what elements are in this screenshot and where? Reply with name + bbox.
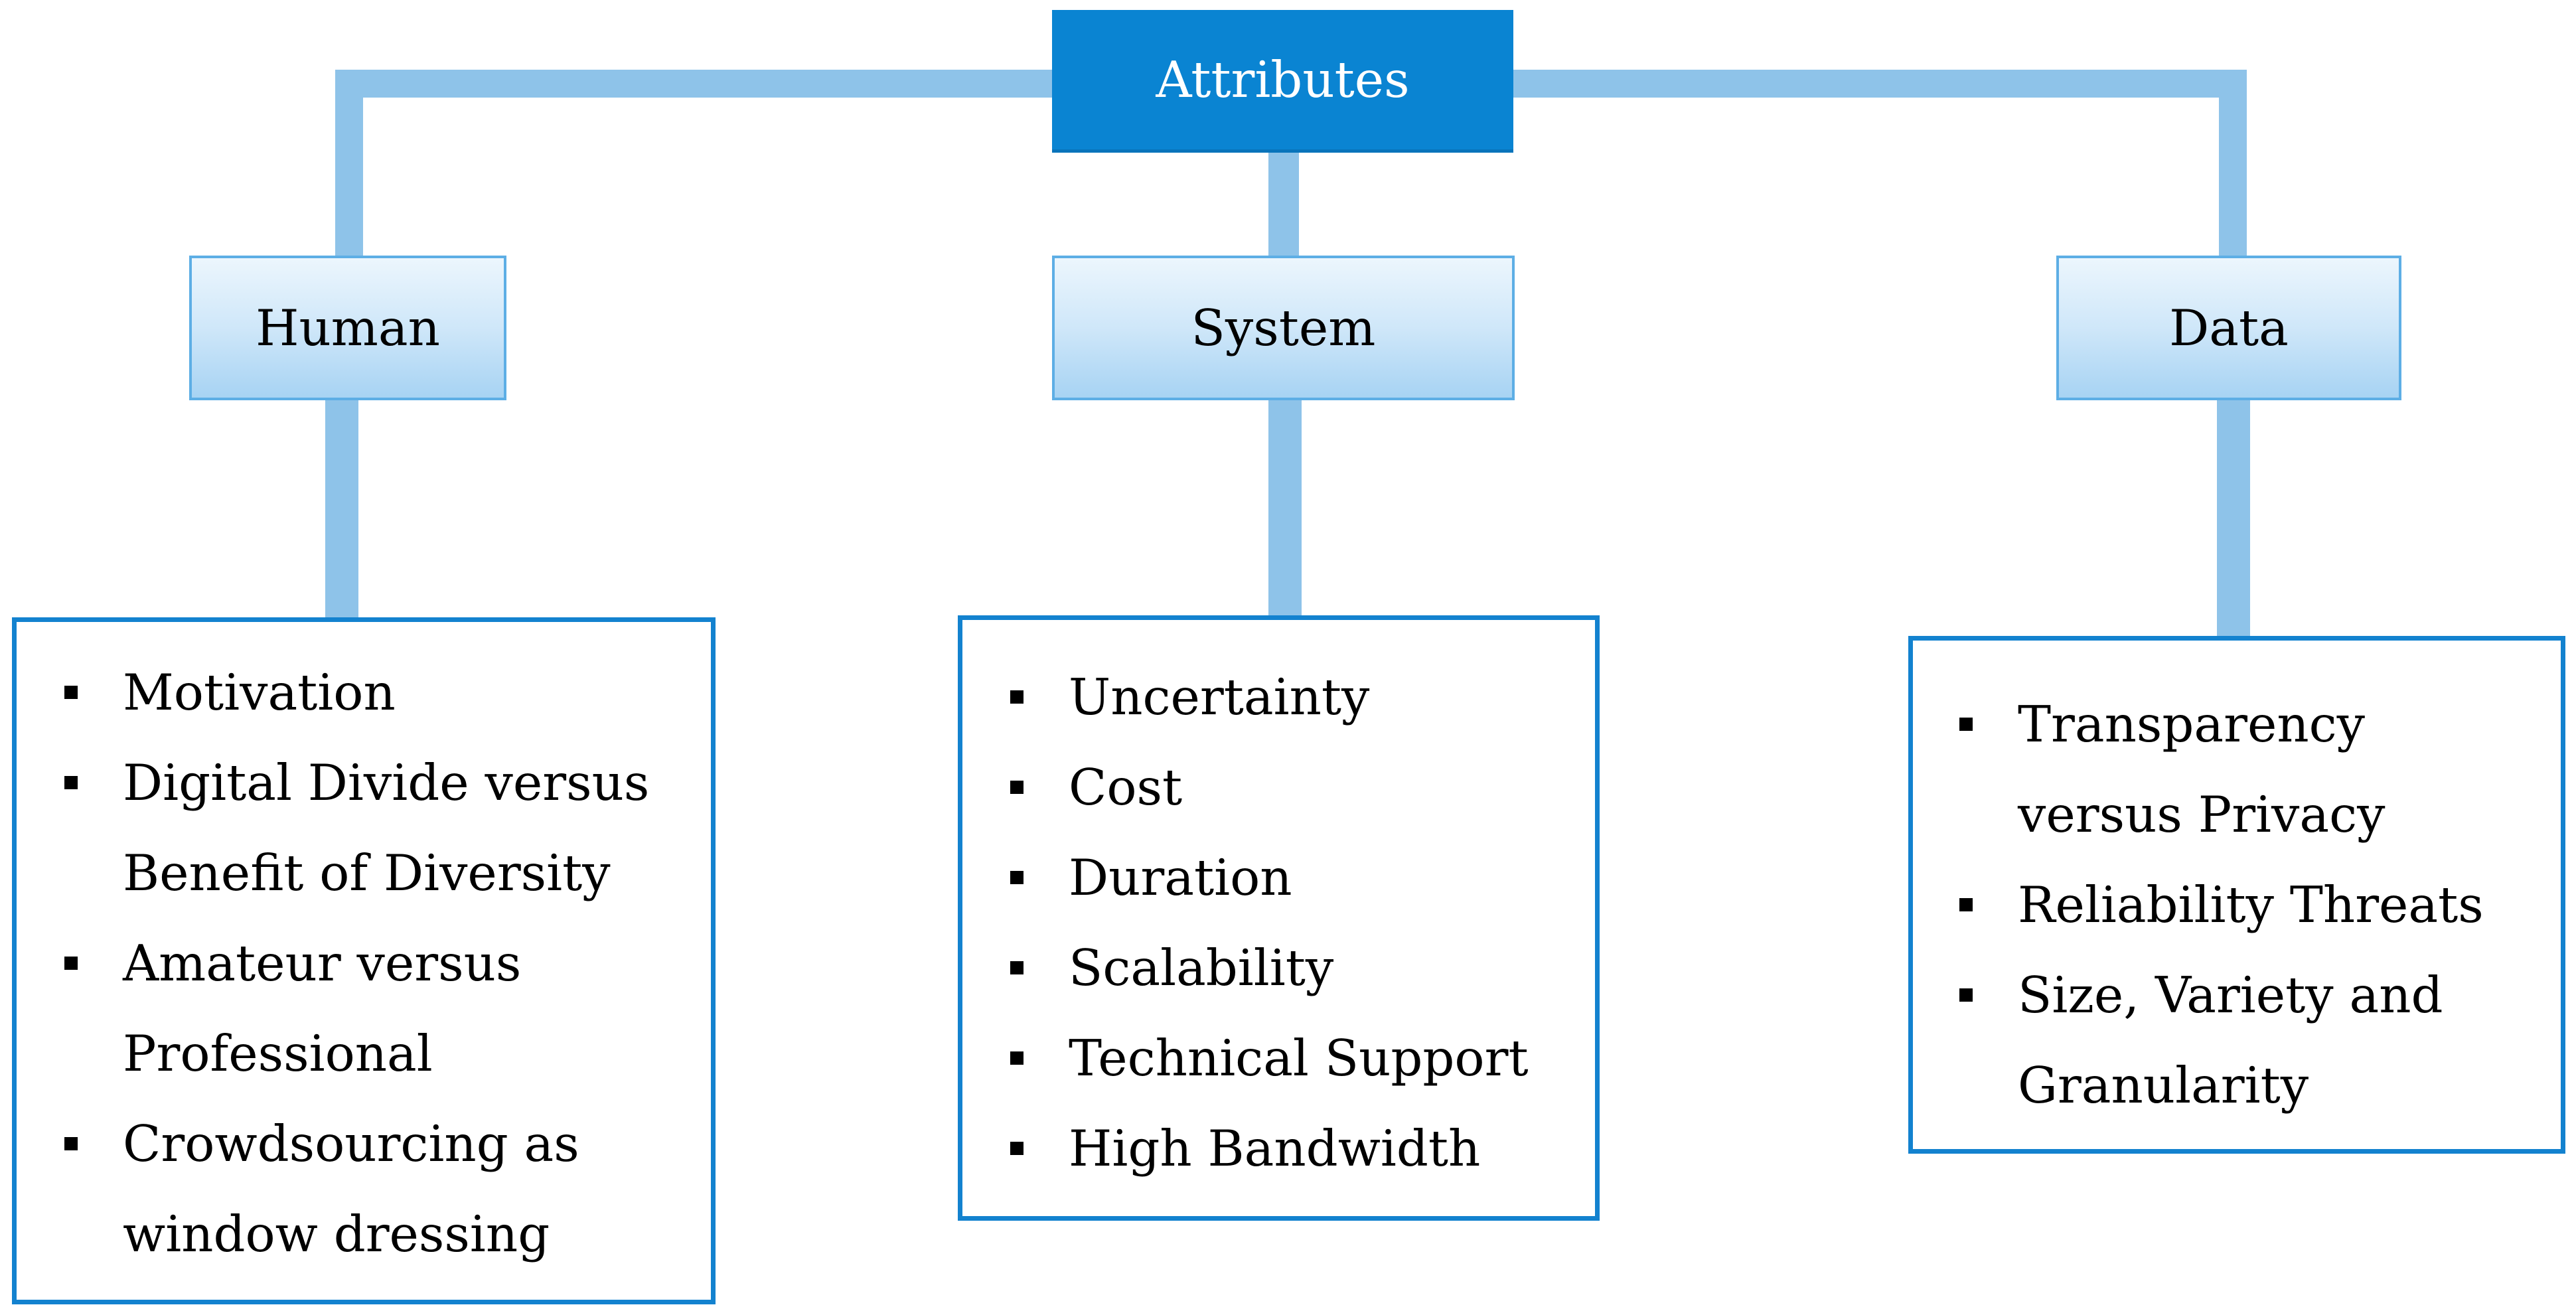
category-label-data: Data [2169, 299, 2289, 357]
detail-box-system: Uncertainty Cost Duration Scalability Te… [958, 615, 1600, 1221]
list-item: High Bandwidth [1010, 1103, 1600, 1194]
list-item: Amateur versus Professional [64, 918, 707, 1099]
list-item: Digital Divide versus Benefit of Diversi… [64, 737, 707, 918]
system-item-uncertainty: Uncertainty [1069, 668, 1370, 726]
list-item: Reliability Threats [1959, 860, 2549, 950]
bullet-square-icon [64, 957, 78, 970]
bullet-square-icon [1010, 871, 1023, 884]
bullet-square-icon [1010, 781, 1023, 794]
list-item: Technical Support [1010, 1013, 1600, 1103]
human-item-digital-divide: Digital Divide versus Benefit of Diversi… [123, 753, 650, 902]
bullet-square-icon [64, 686, 78, 699]
connector-data-stem [2217, 398, 2250, 641]
list-item: Crowdsourcing as window dressing [64, 1099, 707, 1279]
data-item-size-variety-granularity: Size, Variety and Granularity [2018, 966, 2443, 1115]
bullet-square-icon [1959, 718, 1973, 731]
detail-box-data: Transparency versus Privacy Reliability … [1908, 636, 2565, 1154]
human-item-crowdsourcing: Crowdsourcing as window dressing [123, 1115, 579, 1263]
category-label-system: System [1191, 299, 1376, 357]
system-item-high-bandwidth: High Bandwidth [1069, 1119, 1481, 1178]
connector-system-stem [1268, 398, 1302, 621]
bullet-square-icon [64, 1137, 78, 1150]
list-item: Transparency versus Privacy [1959, 679, 2482, 860]
bullet-square-icon [1010, 961, 1023, 974]
system-item-duration: Duration [1069, 848, 1292, 907]
root-label: Attributes [1156, 50, 1410, 109]
bullet-square-icon [64, 776, 78, 789]
bullet-square-icon [1010, 690, 1023, 704]
system-item-cost: Cost [1069, 758, 1183, 816]
category-label-human: Human [256, 299, 440, 357]
category-node-system: System [1052, 256, 1515, 400]
connector-human-stem [325, 398, 358, 621]
bullet-square-icon [1959, 898, 1973, 911]
category-node-human: Human [189, 256, 506, 400]
detail-box-human: Motivation Digital Divide versus Benefit… [12, 617, 716, 1304]
human-item-motivation: Motivation [123, 663, 396, 722]
connector-left-drop [335, 70, 363, 259]
human-item-amateur-professional: Amateur versus Professional [123, 934, 522, 1083]
bullet-square-icon [1010, 1051, 1023, 1065]
category-node-data: Data [2056, 256, 2401, 400]
data-item-reliability-threats: Reliability Threats [2018, 876, 2484, 934]
list-item: Scalability [1010, 923, 1600, 1013]
system-item-scalability: Scalability [1069, 939, 1334, 997]
data-item-transparency-privacy: Transparency versus Privacy [2018, 695, 2386, 844]
list-item: Cost [1010, 742, 1600, 832]
list-item: Uncertainty [1010, 652, 1600, 742]
connector-center-drop [1268, 151, 1299, 259]
bullet-square-icon [1959, 988, 1973, 1002]
list-item: Duration [1010, 832, 1600, 923]
list-item: Motivation [64, 647, 707, 737]
bullet-square-icon [1010, 1142, 1023, 1155]
connector-right-drop [2219, 70, 2247, 259]
list-item: Size, Variety and Granularity [1959, 950, 2482, 1130]
root-node-attributes: Attributes [1052, 10, 1513, 153]
system-item-technical-support: Technical Support [1069, 1029, 1529, 1087]
